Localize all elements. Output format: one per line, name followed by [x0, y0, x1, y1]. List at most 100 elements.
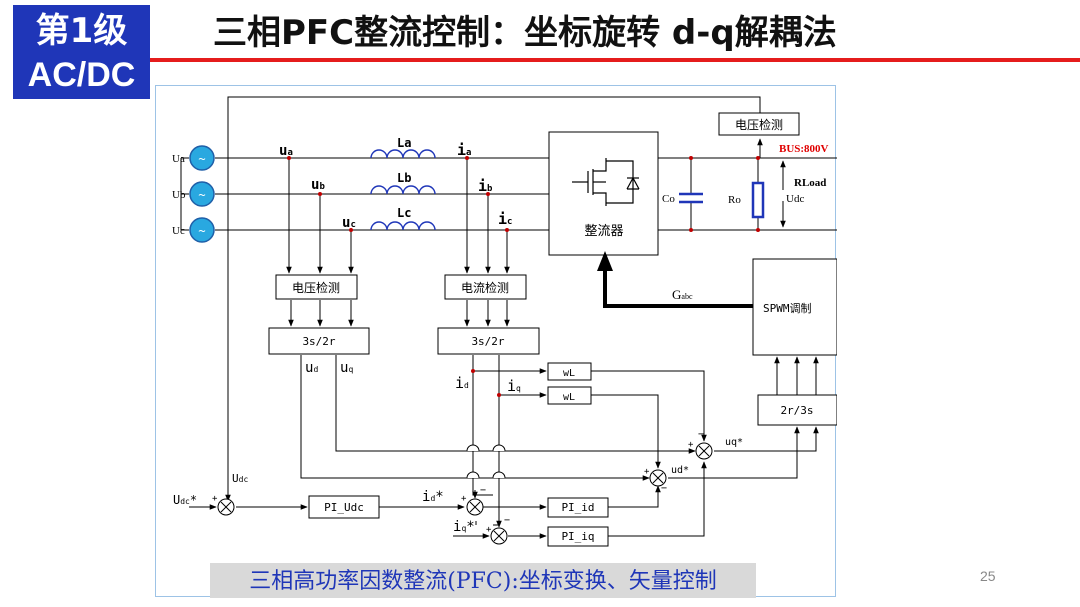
pi-iq-label: PI_iq	[561, 530, 594, 543]
udc-fb-main: U	[232, 472, 239, 485]
udc-ref-main: U	[173, 493, 180, 507]
ud-main: u	[305, 360, 313, 376]
title-underline	[150, 58, 1080, 62]
udc-ref-star: *	[190, 493, 197, 507]
svg-text:ic: ic	[498, 210, 512, 228]
voltage-transform-block	[268, 327, 370, 355]
uq-minus: −	[698, 429, 704, 440]
current-detect-label: 电流检测	[461, 280, 509, 295]
ib-main: i	[478, 177, 487, 195]
ub-main: u	[311, 177, 319, 193]
ua-sub: a	[287, 148, 292, 158]
id-plus: +	[461, 494, 467, 504]
id-ref-star: *	[435, 489, 443, 505]
source-c-symbol: ~	[198, 224, 205, 238]
iq-ref-main: i	[453, 519, 461, 535]
wl-block-1	[547, 362, 592, 381]
iq-main: i	[507, 377, 516, 395]
wl-label-1: wL	[563, 368, 575, 379]
svg-text:ua: ua	[279, 143, 293, 159]
svg-text:Udc*: Udc*	[173, 493, 197, 507]
resistor-label: Ro	[728, 194, 741, 206]
bus-voltage-detect-block	[718, 112, 800, 136]
wl-label-2: wL	[563, 392, 575, 403]
iq-plus: +	[486, 525, 492, 535]
ic-main: i	[498, 210, 507, 228]
svg-text:iq: iq	[507, 377, 521, 395]
svg-text:ud: ud	[305, 360, 318, 376]
source-c-icon	[189, 217, 215, 243]
ud-minus: −	[661, 483, 667, 494]
inductor-a	[370, 149, 436, 159]
bus-label: BUS:800V	[779, 143, 829, 155]
source-c-label: Uc	[172, 225, 185, 237]
udc-sum-junction	[217, 498, 235, 516]
ib-sub: b	[487, 184, 493, 194]
inductor-b	[370, 185, 436, 195]
diagram-caption: 三相高功率因数整流(PFC):坐标变换、矢量控制	[210, 563, 756, 598]
current-detect-block	[444, 274, 527, 300]
svg-text:id*: id*	[422, 489, 444, 505]
ua-main: u	[279, 143, 287, 159]
id-main: i	[455, 374, 464, 392]
bus-voltage-detect-label: 电压检测	[735, 117, 783, 132]
svg-text:iq*: iq*	[453, 519, 475, 535]
id-sum-junction	[466, 498, 484, 516]
pfc-diagram: ~ ~ ~ Ua Ub Uc ua ub uc La Lb Lc ia ib i…	[172, 96, 837, 547]
udc-ref-sub: dc	[180, 497, 190, 506]
source-b-icon	[189, 181, 215, 207]
ud-star-label: ud*	[671, 465, 689, 476]
load-label: RLoad	[794, 177, 826, 189]
svg-text:ib: ib	[478, 177, 493, 195]
svg-text:uc: uc	[342, 215, 356, 231]
inductor-c-label: Lc	[397, 206, 411, 220]
pi-iq-block	[547, 526, 609, 547]
level-badge-line1: 第1级	[35, 11, 128, 51]
pi-udc-block	[308, 495, 380, 519]
gabc-sub: abc	[681, 292, 693, 301]
svg-text:ia: ia	[457, 141, 471, 159]
svg-text:Gabc: Gabc	[672, 287, 693, 302]
iq-sum-junction	[490, 527, 508, 545]
pi-udc-label: PI_Udc	[324, 501, 364, 514]
id-ref-sub: d	[430, 494, 435, 503]
slide-title: 三相PFC整流控制：坐标旋转 d-q解耦法	[213, 13, 837, 53]
id-sub: d	[464, 381, 469, 390]
resistor-ro	[751, 181, 765, 219]
ud-sub: d	[313, 365, 318, 374]
pi-id-block	[547, 497, 609, 518]
ub-sub: b	[319, 182, 325, 192]
source-a-icon	[189, 145, 215, 171]
udc-label: Udc	[786, 193, 804, 205]
uq-sum-junction	[695, 442, 713, 460]
uc-sub: c	[350, 220, 355, 230]
wl-block-2	[547, 386, 592, 405]
udc-plus: +	[212, 494, 218, 504]
pi-id-label: PI_id	[561, 501, 594, 514]
page-number: 25	[980, 568, 996, 584]
uq-star-label: uq*	[725, 437, 743, 448]
svg-text:ub: ub	[311, 177, 325, 193]
source-a-label: Ua	[172, 153, 185, 165]
uq-main: u	[340, 360, 348, 376]
capacitor-label: Co	[662, 193, 675, 205]
svg-text:id: id	[455, 374, 469, 392]
inductor-c	[370, 221, 436, 231]
inductor-b-label: Lb	[397, 171, 411, 185]
udc-feedback-wire	[227, 96, 761, 495]
iq-minus: −	[504, 515, 510, 526]
voltage-detect-label: 电压检测	[292, 280, 340, 295]
current-transform-label: 3s/2r	[471, 335, 504, 348]
uc-main: u	[342, 215, 350, 231]
svg-text:Udc: Udc	[232, 472, 248, 485]
gate-signal-arrow	[603, 267, 753, 308]
current-transform-block	[437, 327, 540, 355]
ia-main: i	[457, 141, 466, 159]
ia-sub: a	[466, 148, 471, 158]
level-badge-line2: AC/DC	[27, 56, 136, 94]
spwm-label: SPWM调制	[763, 302, 812, 315]
source-b-label: Ub	[172, 189, 186, 201]
ud-sum-junction	[649, 469, 667, 487]
gabc-main: G	[672, 287, 681, 302]
mosfet-icon	[572, 158, 640, 206]
